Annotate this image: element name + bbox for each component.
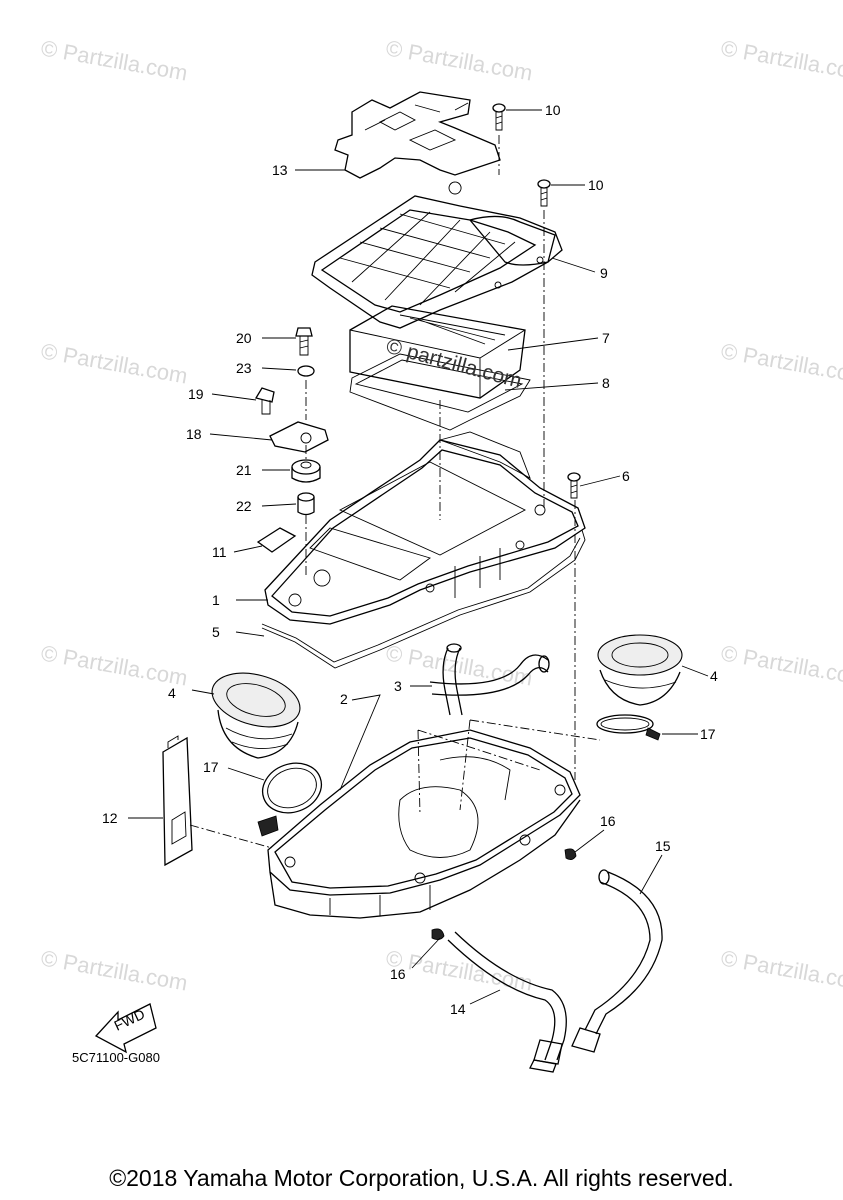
callout-11: 11 — [212, 544, 227, 560]
callout-13: 13 — [272, 162, 288, 178]
part-8-filter-seal — [349, 353, 531, 431]
callout-3: 3 — [394, 678, 402, 694]
watermark: © Partzilla.com — [39, 640, 189, 690]
watermark: © Partzilla.com — [719, 338, 843, 388]
part-10-screw-upper — [492, 103, 506, 131]
watermark-group: © Partzilla.com © Partzilla.com © Partzi… — [39, 35, 843, 995]
callout-9: 9 — [600, 265, 608, 281]
callout-15: 15 — [655, 838, 671, 854]
fwd-label: FWD — [112, 1006, 148, 1034]
watermark: © Partzilla.com — [719, 640, 843, 690]
callout-labels: 10 10 13 9 7 8 6 20 23 19 18 21 22 11 1 … — [102, 102, 718, 1017]
callout-22: 22 — [236, 498, 252, 514]
part-21-grommet — [291, 459, 321, 483]
part-20-bolt — [295, 327, 313, 356]
part-13-bracket — [334, 91, 501, 195]
callout-2: 2 — [340, 691, 348, 707]
callout-10: 10 — [588, 177, 604, 193]
callout-8: 8 — [602, 375, 610, 391]
part-10-screw-lower — [537, 179, 551, 207]
callout-14: 14 — [450, 1001, 466, 1017]
part-1-air-cleaner-case — [264, 431, 586, 625]
callout-4: 4 — [168, 685, 176, 701]
callout-10: 10 — [545, 102, 561, 118]
callout-16: 16 — [390, 966, 406, 982]
part-11-label — [256, 527, 297, 553]
part-16-clip-right — [564, 848, 577, 860]
part-22-collar — [297, 492, 315, 516]
watermark: © Partzilla.com — [719, 35, 843, 85]
callout-12: 12 — [102, 810, 118, 826]
callout-16: 16 — [600, 813, 616, 829]
part-7-air-filter — [349, 305, 526, 399]
part-17-clamp-left — [257, 762, 323, 837]
leader-lines — [128, 109, 709, 1005]
part-16-clip-lower — [431, 928, 445, 940]
part-19-screw — [254, 387, 275, 415]
part-3-hose — [429, 643, 550, 716]
watermark: © Partzilla.com — [384, 35, 534, 85]
part-6-screw — [567, 472, 581, 499]
fwd-arrow-icon: FWD — [94, 1003, 157, 1054]
watermark: © Partzilla.com — [39, 35, 189, 85]
callout-21: 21 — [236, 462, 252, 478]
callout-19: 19 — [188, 386, 204, 402]
assembly-lines — [189, 135, 601, 849]
part-23-washer — [297, 365, 315, 377]
callout-7: 7 — [602, 330, 610, 346]
callout-17: 17 — [700, 726, 716, 742]
callout-23: 23 — [236, 360, 252, 376]
callout-17: 17 — [203, 759, 219, 775]
part-4-joint-right — [597, 634, 683, 706]
callout-20: 20 — [236, 330, 252, 346]
part-4-joint-left — [211, 672, 301, 759]
part-14-drain-hose — [447, 931, 567, 1073]
watermark: © Partzilla.com — [384, 640, 534, 690]
watermark: © Partzilla.com — [39, 338, 189, 388]
callout-4: 4 — [710, 668, 718, 684]
watermark: © Partzilla.com — [719, 945, 843, 995]
callout-18: 18 — [186, 426, 202, 442]
part-5-gasket — [261, 529, 586, 669]
part-15-drain-hose — [571, 869, 663, 1053]
part-18-plate — [269, 421, 329, 453]
part-2-lower-case — [267, 729, 581, 919]
diagram-code: 5C71100-G080 — [72, 1050, 160, 1065]
part-17-clamp-right — [596, 714, 661, 741]
part-12-sheet — [162, 735, 193, 867]
copyright-notice: ©2018 Yamaha Motor Corporation, U.S.A. A… — [109, 1165, 734, 1191]
callout-5: 5 — [212, 624, 220, 640]
callout-1: 1 — [212, 592, 220, 608]
callout-6: 6 — [622, 468, 630, 484]
watermark: © Partzilla.com — [39, 945, 189, 995]
part-9-filter-cover — [311, 195, 563, 329]
